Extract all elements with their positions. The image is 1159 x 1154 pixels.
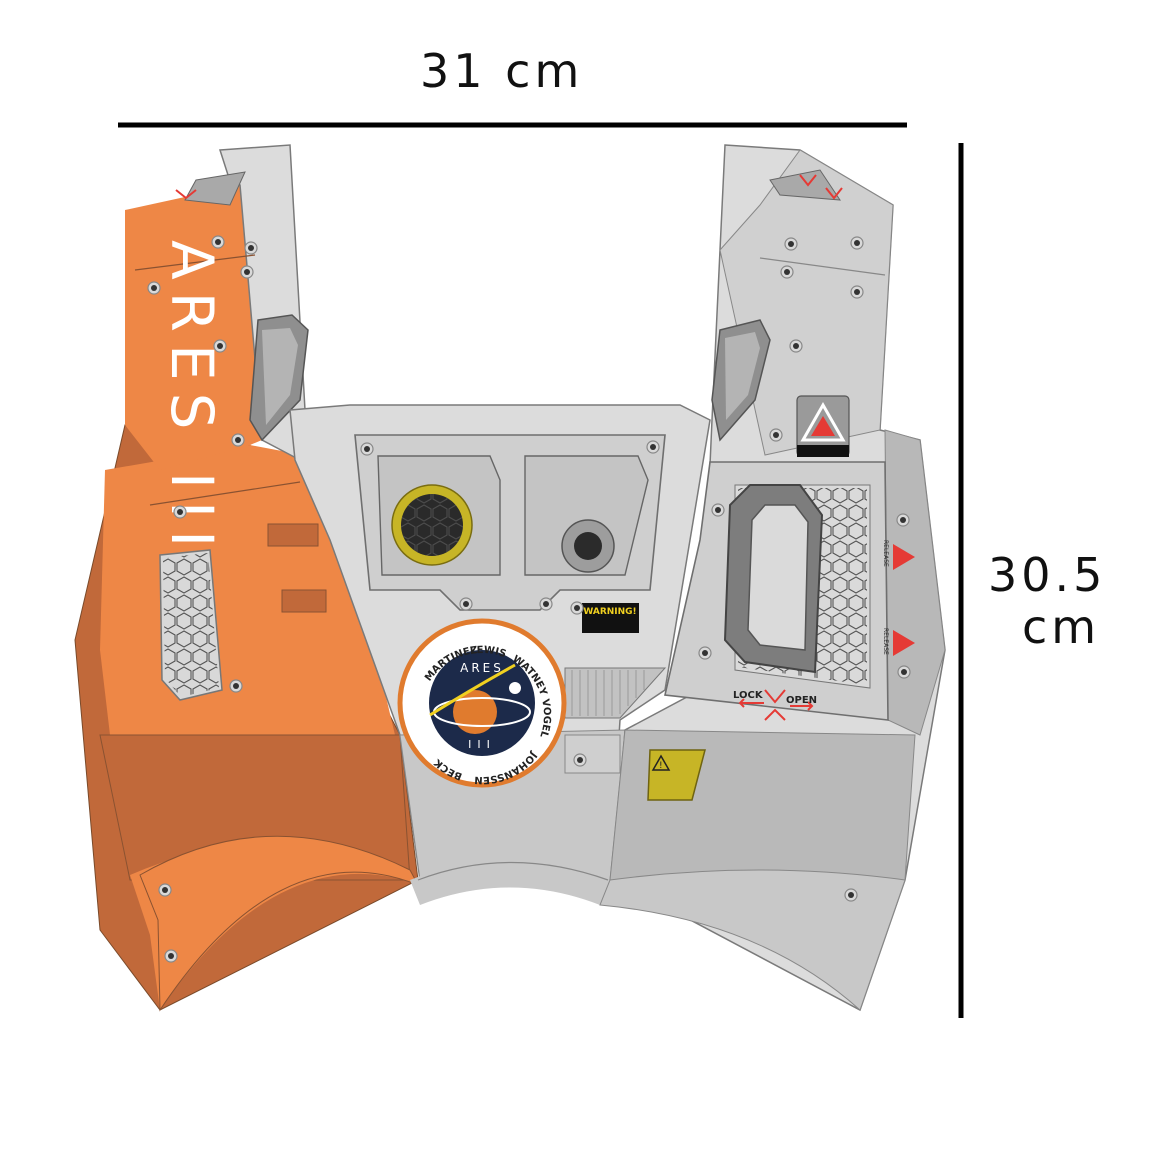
width-dimension-label: 31 cm [420, 44, 584, 98]
screw-icon [769, 428, 783, 442]
screw-icon [539, 597, 553, 611]
release-arrow-icon[interactable] [893, 544, 915, 570]
ares-mission-patch [397, 618, 567, 788]
svg-text:!: ! [659, 761, 663, 771]
screw-icon [459, 597, 473, 611]
screw-icon [780, 265, 794, 279]
patch-crew-name: VOGEL [537, 698, 552, 739]
lock-label: LOCK [733, 690, 764, 701]
ares-side-label: ARES III [158, 240, 226, 559]
screw-icon [240, 265, 254, 279]
patch-roman-numeral: III [468, 738, 496, 751]
screw-icon [698, 646, 712, 660]
screw-icon [784, 237, 798, 251]
warning-tag-text: WARNING! [583, 607, 636, 617]
left-vest-panel [74, 144, 420, 1012]
screw-icon [789, 339, 803, 353]
screw-icon [229, 679, 243, 693]
release-arrow-icon[interactable] [893, 630, 915, 656]
open-label: OPEN [786, 695, 817, 706]
screw-icon [573, 753, 587, 767]
lock-chevron-icon[interactable] [738, 689, 814, 721]
height-dimension-unit: cm [1022, 600, 1101, 654]
screw-icon [897, 665, 911, 679]
screw-icon [360, 442, 374, 456]
height-dimension-value: 30.5 [988, 548, 1107, 602]
screw-icon [646, 440, 660, 454]
screw-icon [570, 601, 584, 615]
warning-triangle-icon: ! [651, 754, 671, 771]
release-label: RELEASE [882, 628, 889, 655]
screw-icon [164, 949, 178, 963]
patch-center-text: ARES [460, 661, 504, 675]
release-label: RELEASE [882, 540, 889, 567]
screw-icon [850, 236, 864, 250]
screw-icon [213, 339, 227, 353]
warning-tag [582, 603, 639, 633]
screw-icon [173, 505, 187, 519]
screw-icon [231, 433, 245, 447]
screw-icon [244, 241, 258, 255]
screw-icon [147, 281, 161, 295]
screw-icon [158, 883, 172, 897]
hazard-triangle-icon[interactable] [800, 401, 846, 442]
screw-icon [850, 285, 864, 299]
screw-icon [711, 503, 725, 517]
screws [147, 235, 911, 963]
screw-icon [844, 888, 858, 902]
screw-icon [896, 513, 910, 527]
screw-icon [211, 235, 225, 249]
svg-text:VOGEL: VOGEL [537, 698, 552, 739]
